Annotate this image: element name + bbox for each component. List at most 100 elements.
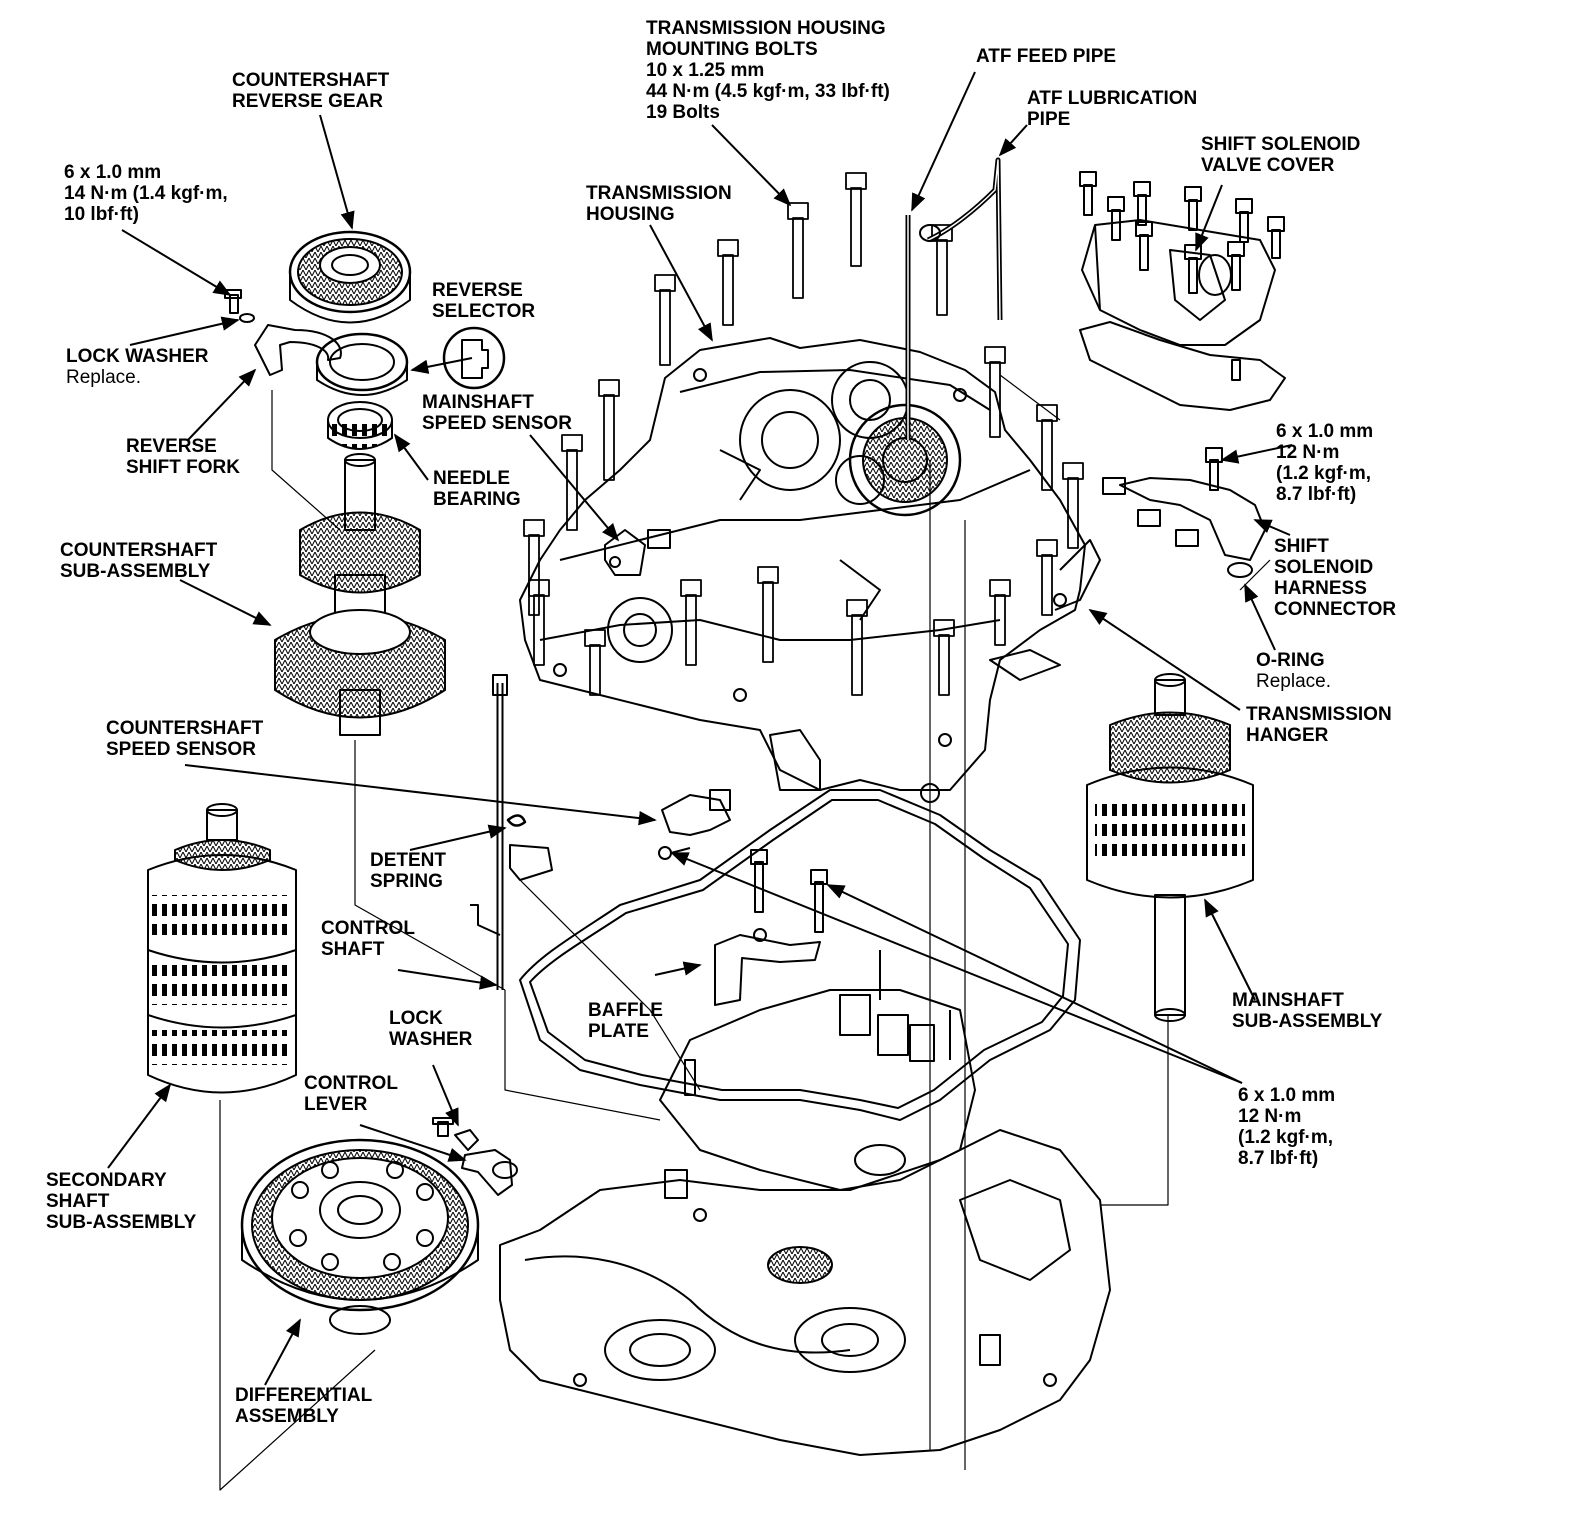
reverse-selector-symbol (442, 326, 506, 390)
label-line: O-RING (1256, 650, 1325, 671)
label-o-ring: O-RING Replace. (1256, 650, 1331, 692)
label-line: TRANSMISSION (586, 183, 732, 204)
label-line: 14 N·m (1.4 kgf·m, (64, 183, 228, 204)
label-housing-bolts: TRANSMISSION HOUSING MOUNTING BOLTS 10 x… (646, 18, 890, 123)
harness-connector (1102, 447, 1266, 578)
reverse-selector (315, 332, 409, 396)
label-harness-connector: SHIFT SOLENOID HARNESS CONNECTOR (1274, 536, 1396, 620)
housing-bolts (523, 172, 1084, 696)
label-line: LOCK (389, 1008, 443, 1029)
label-line: REVERSE GEAR (232, 91, 383, 112)
label-line: (1.2 kgf·m, (1238, 1127, 1334, 1148)
label-reverse-shift-fork: REVERSE SHIFT FORK (126, 436, 240, 478)
transmission-case (499, 1129, 1111, 1456)
label-line: SHIFT SOLENOID (1201, 134, 1361, 155)
mainshaft-speed-sensor (604, 529, 671, 576)
shift-solenoid-valve-cover (1079, 171, 1286, 411)
secondary-shaft-subassembly (147, 803, 297, 1094)
label-line: MOUNTING BOLTS (646, 39, 818, 60)
label-transmission-hanger: TRANSMISSION HANGER (1246, 704, 1392, 746)
label-line: SELECTOR (432, 301, 536, 322)
label-line: HANGER (1246, 725, 1329, 746)
label-line: 10 x 1.25 mm (646, 60, 765, 81)
label-line: 12 N·m (1238, 1106, 1302, 1127)
label-bolt-12nm-bottom: 6 x 1.0 mm 12 N·m (1.2 kgf·m, 8.7 lbf·ft… (1238, 1085, 1335, 1169)
label-shift-solenoid-valve-cover: SHIFT SOLENOID VALVE COVER (1201, 134, 1360, 176)
leader-lines (107, 71, 1293, 1386)
label-line: SUB-ASSEMBLY (46, 1212, 197, 1233)
label-line: SUB-ASSEMBLY (1232, 1011, 1383, 1032)
label-line: 6 x 1.0 mm (64, 162, 162, 183)
label-line: DIFFERENTIAL (235, 1385, 373, 1406)
countershaft-reverse-gear (288, 230, 412, 324)
label-reverse-selector: REVERSE SELECTOR (432, 280, 535, 322)
label-needle-bearing: NEEDLE BEARING (433, 468, 521, 510)
label-secondary-shaft: SECONDARY SHAFT SUB-ASSEMBLY (46, 1170, 196, 1233)
label-countershaft-reverse-gear: COUNTERSHAFT REVERSE GEAR (232, 70, 389, 112)
label-line: SPEED SENSOR (422, 413, 572, 434)
label-detent-spring: DETENT SPRING (370, 850, 446, 892)
label-line: SOLENOID (1274, 557, 1374, 578)
valve-body (659, 950, 976, 1199)
gasket (519, 783, 1081, 1121)
label-line: CONTROL (321, 918, 415, 939)
baffle-plate (714, 928, 821, 1006)
label-line: COUNTERSHAFT (106, 718, 264, 739)
label-transmission-housing: TRANSMISSION HOUSING (586, 183, 732, 225)
label-line: ASSEMBLY (235, 1406, 339, 1427)
label-line: LEVER (304, 1094, 368, 1115)
label-line: 19 Bolts (646, 102, 720, 123)
differential-assembly (240, 1138, 480, 1335)
label-line: SPRING (370, 871, 443, 892)
label-line: 6 x 1.0 mm (1276, 421, 1374, 442)
label-baffle-plate: BAFFLE PLATE (588, 1000, 663, 1042)
label-line: 8.7 lbf·ft) (1238, 1148, 1319, 1169)
label-line: MAINSHAFT (1232, 990, 1344, 1011)
label-control-shaft: CONTROL SHAFT (321, 918, 415, 960)
label-line: 6 x 1.0 mm (1238, 1085, 1336, 1106)
label-mainshaft-speed-sensor: MAINSHAFT SPEED SENSOR (422, 392, 572, 434)
label-line: WASHER (389, 1029, 473, 1050)
label-line: BAFFLE (588, 1000, 663, 1021)
label-line: SUB-ASSEMBLY (60, 561, 211, 582)
label-line: PIPE (1027, 109, 1071, 130)
label-line: 12 N·m (1276, 442, 1340, 463)
label-atf-feed-pipe: ATF FEED PIPE (976, 46, 1116, 67)
pan-bolts (750, 849, 828, 933)
label-line: SECONDARY (46, 1170, 167, 1191)
label-line: CONTROL (304, 1073, 398, 1094)
countershaft-speed-sensor (658, 789, 731, 860)
label-line: SHIFT (1274, 536, 1329, 557)
label-note: Replace. (66, 367, 141, 388)
label-line: SHAFT (46, 1191, 110, 1212)
label-line: REVERSE (432, 280, 523, 301)
label-line: LOCK WASHER (66, 346, 209, 367)
label-line: 10 lbf·ft) (64, 204, 139, 225)
label-line: TRANSMISSION HOUSING (646, 18, 886, 39)
mainshaft-subassembly (1086, 673, 1254, 1022)
label-line: COUNTERSHAFT (60, 540, 218, 561)
alignment-lines (219, 374, 1271, 1491)
label-line: ATF LUBRICATION (1027, 88, 1198, 109)
label-line: SHAFT (321, 939, 385, 960)
label-line: VALVE COVER (1201, 155, 1335, 176)
label-line: COUNTERSHAFT (232, 70, 390, 91)
label-bolt-12nm-right: 6 x 1.0 mm 12 N·m (1.2 kgf·m, 8.7 lbf·ft… (1276, 421, 1373, 505)
label-line: BEARING (433, 489, 521, 510)
label-mainshaft-subassembly: MAINSHAFT SUB-ASSEMBLY (1232, 990, 1382, 1032)
label-line: CONNECTOR (1274, 599, 1397, 620)
label-lock-washer-top: LOCK WASHER Replace. (66, 346, 209, 388)
label-line: 44 N·m (4.5 kgf·m, 33 lbf·ft) (646, 81, 890, 102)
label-lock-washer-bottom: LOCK WASHER (389, 1008, 472, 1050)
label-note: Replace. (1256, 671, 1331, 692)
label-line: 8.7 lbf·ft) (1276, 484, 1357, 505)
atf-pipes (905, 157, 1003, 440)
needle-bearing (327, 401, 393, 450)
transmission-housing (519, 337, 1101, 791)
label-line: HARNESS (1274, 578, 1367, 599)
label-bolt-14nm: 6 x 1.0 mm 14 N·m (1.4 kgf·m, 10 lbf·ft) (64, 162, 228, 225)
label-line: ATF FEED PIPE (976, 46, 1117, 67)
countershaft-subassembly (274, 453, 446, 736)
